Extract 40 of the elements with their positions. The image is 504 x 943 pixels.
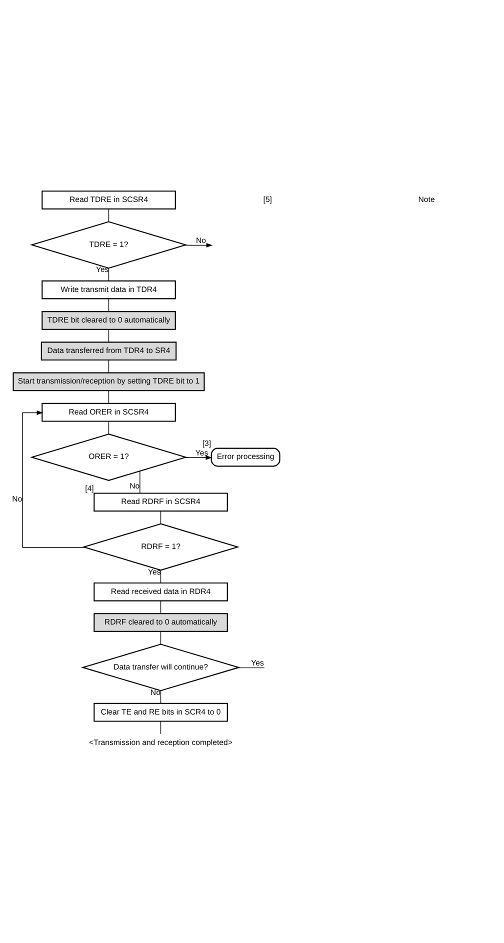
node-text: <Transmission and reception completed>: [88, 738, 232, 747]
label: Note: [418, 195, 434, 204]
connector: [108, 208, 109, 222]
edge-label: No: [196, 236, 206, 245]
connector: [108, 329, 109, 342]
connector: [108, 298, 109, 312]
edge-label: No: [129, 481, 140, 490]
node-box: Read received data in RDR4: [93, 582, 228, 602]
edge-label: No: [12, 494, 22, 504]
connector: [160, 721, 161, 734]
connector: [160, 600, 161, 614]
node-label: [4]: [84, 484, 94, 493]
connector: [108, 390, 109, 404]
node-box: Data transferred from TDR4 to SR4: [40, 342, 176, 361]
connector: [160, 690, 161, 704]
node-diamond: ORER = 1?: [29, 434, 188, 481]
connector: [139, 470, 140, 494]
node-box: Error processing: [210, 448, 280, 467]
node-box: Read ORER in SCSR4: [41, 402, 176, 422]
connector: [160, 570, 161, 584]
node-box: Read RDRF in SCSR4: [93, 492, 228, 512]
node-box: TDRE bit cleared to 0 automatically: [41, 311, 176, 330]
node-label: [3]: [202, 439, 211, 448]
connector: [160, 631, 161, 645]
node-box: Write transmit data in TDR4: [41, 280, 176, 300]
arrow: [184, 243, 212, 248]
connector: [108, 268, 109, 282]
edge-label: Yes: [194, 448, 208, 458]
arrow: [184, 455, 212, 460]
node-box: RDRF cleared to 0 automatically: [93, 613, 228, 632]
arrow: [22, 410, 85, 548]
connector: [236, 667, 264, 668]
edge-label: Yes: [250, 658, 264, 668]
node-box: Read TDRE in SCSR4: [41, 190, 176, 210]
node-box: Start transmission/reception by setting TDRE bit to 1: [12, 372, 204, 392]
label: [5]: [262, 195, 272, 204]
connector: [160, 510, 161, 524]
connector: [108, 360, 109, 374]
node-box: Clear TE and RE bits in SCR4 to 0: [93, 702, 228, 722]
connector: [108, 421, 109, 434]
